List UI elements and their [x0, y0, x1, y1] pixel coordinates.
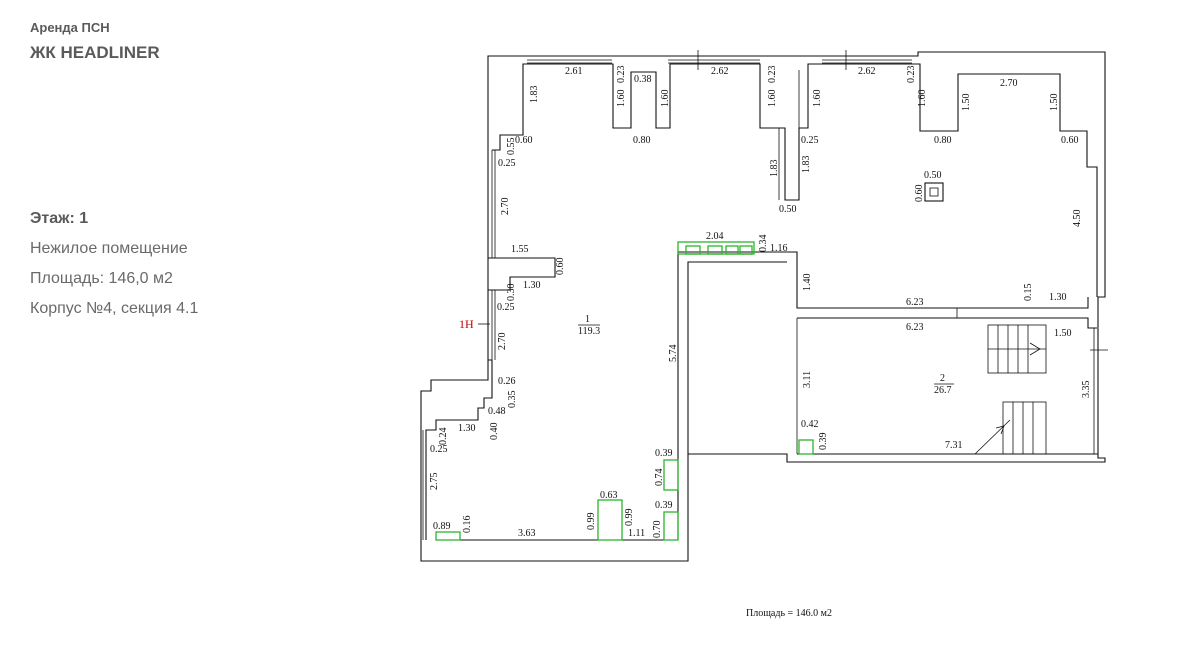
- floor-label: Этаж: 1: [30, 210, 89, 227]
- dim-label: 3.63: [518, 528, 536, 539]
- dim-label: 2.70: [500, 198, 511, 216]
- dim-label: 1.50: [1054, 328, 1072, 339]
- dim-label: 0.80: [934, 135, 952, 146]
- dim-label: 2.70: [1000, 78, 1018, 89]
- outer-wall: [420, 51, 1106, 562]
- dim-label: 1.40: [802, 274, 813, 292]
- room-2-area: 26.7: [934, 385, 952, 396]
- dim-label: 0.34: [758, 235, 769, 253]
- dim-label: 0.38: [634, 74, 652, 85]
- dim-label: 1.30: [1049, 292, 1067, 303]
- unit-tag: 1Н: [459, 317, 474, 331]
- dim-label: 1.16: [770, 243, 788, 254]
- dim-label: 0.99: [624, 509, 635, 527]
- corridor-wall-inner: [687, 261, 787, 454]
- dim-label: 0.99: [586, 513, 597, 531]
- dim-label: 0.15: [1023, 284, 1034, 302]
- room2-top-wall: [797, 317, 1097, 329]
- dim-label: 1.55: [511, 244, 529, 255]
- dim-label: 0.23: [767, 66, 778, 84]
- dim-label: 0.50: [779, 204, 797, 215]
- dim-label: 0.25: [801, 135, 819, 146]
- dim-label: 1.60: [812, 90, 823, 108]
- dim-label: 1.50: [1049, 94, 1060, 112]
- room-1-number: 1: [585, 314, 590, 325]
- dim-label: 1.60: [767, 90, 778, 108]
- dim-label: 2.75: [429, 473, 440, 491]
- staircase: [974, 324, 1047, 455]
- dim-label: 3.35: [1081, 381, 1092, 399]
- dim-label: 0.60: [914, 185, 925, 203]
- dim-label: 0.74: [654, 469, 665, 487]
- dim-label: 0.42: [801, 419, 819, 430]
- dim-label: 6.23: [906, 297, 924, 308]
- dim-label: 0.60: [1061, 135, 1079, 146]
- dim-label: 0.39: [655, 448, 673, 459]
- dim-label: 2.62: [711, 66, 729, 77]
- dim-label: 0.89: [433, 521, 451, 532]
- dim-label: 0.70: [652, 521, 663, 539]
- area-label: Площадь: 146,0 м2: [30, 270, 173, 287]
- dim-label: 0.39: [655, 500, 673, 511]
- building-label: Корпус №4, секция 4.1: [30, 300, 199, 317]
- left-column: [488, 257, 556, 291]
- dim-label: 0.39: [818, 433, 829, 451]
- utility-niches: [435, 241, 814, 541]
- dim-label: 0.25: [498, 158, 516, 169]
- dim-label: 0.23: [906, 66, 917, 84]
- dim-label: 0.60: [515, 135, 533, 146]
- dim-label: 1.50: [961, 94, 972, 112]
- dim-label: 0.48: [488, 406, 506, 417]
- dim-label: 0.26: [498, 376, 516, 387]
- dim-label: 1.30: [458, 423, 476, 434]
- dim-label: 0.55: [506, 138, 517, 156]
- room-1-area: 119.3: [578, 326, 600, 337]
- dim-label: 0.40: [489, 423, 500, 441]
- dim-label: 0.80: [633, 135, 651, 146]
- corridor-wall: [677, 251, 1089, 540]
- dim-label: 4.50: [1072, 210, 1083, 228]
- dim-label: 1.60: [917, 90, 928, 108]
- dim-label: 0.30: [506, 284, 517, 302]
- dim-label: 2.61: [565, 66, 583, 77]
- dim-label: 0.25: [497, 302, 515, 313]
- dim-label: 1.30: [523, 280, 541, 291]
- dim-label: 0.63: [600, 490, 618, 501]
- inner-top-wall: [492, 63, 1098, 297]
- dim-label: 1.60: [616, 90, 627, 108]
- vent-shaft: [924, 182, 944, 202]
- dim-label: 0.16: [462, 516, 473, 534]
- listing-title: ЖК HEADLINER: [30, 43, 160, 62]
- premises-type: Нежилое помещение: [30, 240, 188, 257]
- listing-kicker: Аренда ПСН: [30, 20, 110, 35]
- dim-label: 1.83: [801, 156, 812, 174]
- dim-label: 2.62: [858, 66, 876, 77]
- total-area-caption: Площадь = 146.0 м2: [746, 608, 832, 619]
- dim-label: 0.24: [438, 428, 449, 446]
- dim-label: 6.23: [906, 322, 924, 333]
- dim-label: 1.11: [628, 528, 645, 539]
- dim-label: 7.31: [945, 440, 963, 451]
- dim-label: 2.04: [706, 231, 724, 242]
- dim-label: 0.50: [924, 170, 942, 181]
- dim-label: 1.60: [660, 90, 671, 108]
- dim-label: 0.35: [507, 391, 518, 409]
- dim-label: 3.11: [802, 371, 813, 388]
- dim-label: 5.74: [668, 345, 679, 363]
- lower-left-wall: [425, 359, 493, 540]
- dim-label: 0.23: [616, 66, 627, 84]
- dim-label: 1.83: [529, 86, 540, 104]
- room-2-number: 2: [940, 373, 945, 384]
- dim-label: 0.60: [555, 258, 566, 276]
- dim-label: 0.25: [430, 444, 448, 455]
- dim-label: 1.83: [769, 160, 780, 178]
- dim-label: 2.70: [497, 333, 508, 351]
